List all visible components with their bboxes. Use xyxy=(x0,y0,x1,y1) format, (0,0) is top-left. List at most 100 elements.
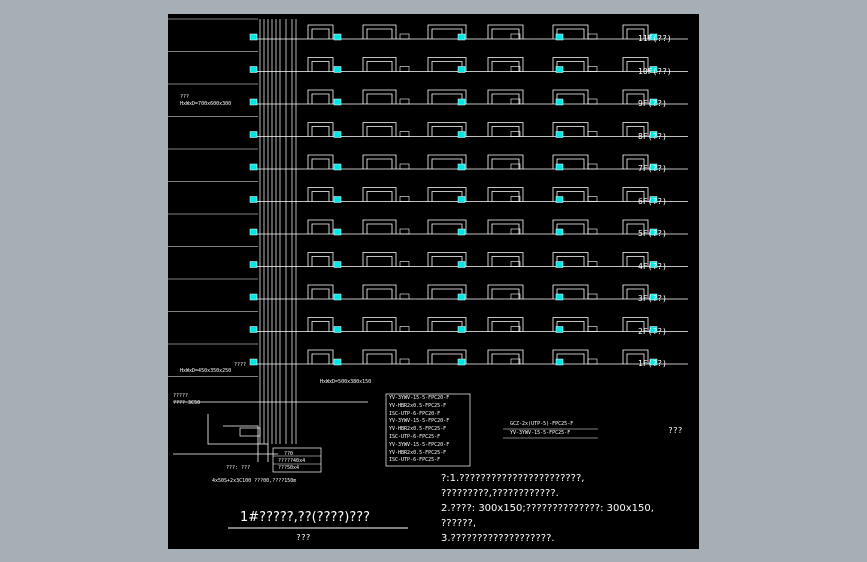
floor-box xyxy=(333,98,342,106)
loop-wire xyxy=(622,349,649,364)
legend-1: ??0 xyxy=(284,451,294,457)
loop-wire xyxy=(427,122,467,137)
cable-table-row: YV-3YWV-15-5-FPC20-F xyxy=(389,441,450,448)
loop-wire xyxy=(362,187,397,202)
loop-wire xyxy=(311,353,330,364)
loop-wire xyxy=(487,89,524,104)
riser-box xyxy=(249,163,258,171)
loop-wire xyxy=(307,122,334,137)
ground-label-2: 4x50S+2x3C100 ???00,????150m xyxy=(212,478,297,484)
terminal xyxy=(587,163,598,170)
loop-wire xyxy=(622,317,649,332)
loop-wire xyxy=(552,154,589,169)
loop-wire xyxy=(311,28,330,39)
loop-wire xyxy=(626,321,645,332)
terminal xyxy=(399,33,410,40)
loop-wire xyxy=(622,57,649,72)
loop-wire xyxy=(427,24,467,39)
outlet-box xyxy=(649,131,658,138)
outlet-box xyxy=(649,228,658,236)
floor-label: 10F(??) xyxy=(638,66,672,76)
loop-wire xyxy=(362,219,397,234)
riser-box xyxy=(249,66,258,73)
outlet-box xyxy=(457,261,466,268)
terminal xyxy=(399,131,410,137)
floor-box xyxy=(333,293,342,301)
loop-wire xyxy=(362,24,397,39)
terminal xyxy=(587,293,598,300)
loop-wire xyxy=(487,24,524,39)
outlet-box xyxy=(457,131,466,138)
outlet-box xyxy=(555,228,564,236)
floor-box xyxy=(333,358,342,366)
loop-wire xyxy=(622,252,649,267)
outlet-box xyxy=(555,131,564,138)
loop-wire xyxy=(626,93,645,104)
floor-label: 4F(??) xyxy=(638,261,667,271)
loop-wire xyxy=(626,126,645,137)
floor-box xyxy=(333,66,342,73)
floor-label: 6F(??) xyxy=(638,196,667,206)
floor-box xyxy=(333,261,342,268)
entry-label-2: HxWxD=450x350x250 xyxy=(180,368,232,374)
loop-wire xyxy=(366,191,393,202)
cable-table-row: YV-3YWV-15-5-FPC20-F xyxy=(389,395,450,401)
terminal xyxy=(587,131,598,137)
loop-wire xyxy=(427,187,467,202)
terminal xyxy=(510,163,521,170)
loop-wire xyxy=(311,223,330,234)
loop-wire xyxy=(622,122,649,137)
loop-wire xyxy=(427,89,467,104)
loop-wire xyxy=(366,321,393,332)
loop-wire xyxy=(552,187,589,202)
outlet-box xyxy=(457,358,466,366)
outlet-box xyxy=(555,66,564,73)
incoming-label-2: ???? 3C50 xyxy=(173,400,201,406)
terminal xyxy=(510,261,521,267)
floor-box xyxy=(333,131,342,138)
loop-wire xyxy=(307,154,334,169)
outlet-box xyxy=(649,326,658,333)
cable-table-row: ISC-UTP-6-FPC20-F xyxy=(389,410,441,417)
terminal xyxy=(399,98,410,105)
terminal xyxy=(510,98,521,105)
terminal xyxy=(399,326,410,332)
ground-wire xyxy=(223,425,259,462)
loop-wire xyxy=(487,284,524,299)
riser-top-label-1: ??? xyxy=(180,94,190,100)
terminal xyxy=(399,66,410,72)
terminal xyxy=(510,228,521,235)
loop-wire xyxy=(427,154,467,169)
riser-box xyxy=(249,293,258,301)
drawing-sheet: 11F(??)10F(??)9F(??)8F(??)7F(??)6F(??)5F… xyxy=(168,14,699,549)
terminal xyxy=(587,358,598,365)
loop-wire xyxy=(552,24,589,39)
loop-wire xyxy=(362,57,397,72)
loop-wire xyxy=(366,288,393,299)
loop-wire xyxy=(431,223,463,234)
loop-wire xyxy=(362,252,397,267)
outlet-box xyxy=(555,261,564,268)
loop-wire xyxy=(311,288,330,299)
floor-label: 2F(??) xyxy=(638,326,667,336)
ground-label-1: ???: ??? xyxy=(226,465,251,471)
loop-wire xyxy=(307,219,334,234)
outlet-box xyxy=(457,33,466,41)
loop-wire xyxy=(431,321,463,332)
note-line-5: 3.???????????????????. xyxy=(441,533,555,544)
drawing-subtitle: ??? xyxy=(296,533,311,542)
loop-wire xyxy=(431,28,463,39)
loop-wire xyxy=(622,284,649,299)
loop-wire xyxy=(366,256,393,267)
loop-wire xyxy=(427,349,467,364)
loop-wire xyxy=(487,57,524,72)
outlet-box xyxy=(457,228,466,236)
loop-wire xyxy=(431,288,463,299)
loop-wire xyxy=(366,61,393,72)
loop-wire xyxy=(622,89,649,104)
loop-wire xyxy=(311,93,330,104)
loop-wire xyxy=(362,154,397,169)
outlet-box xyxy=(555,358,564,366)
loop-wire xyxy=(552,349,589,364)
loop-wire xyxy=(552,219,589,234)
